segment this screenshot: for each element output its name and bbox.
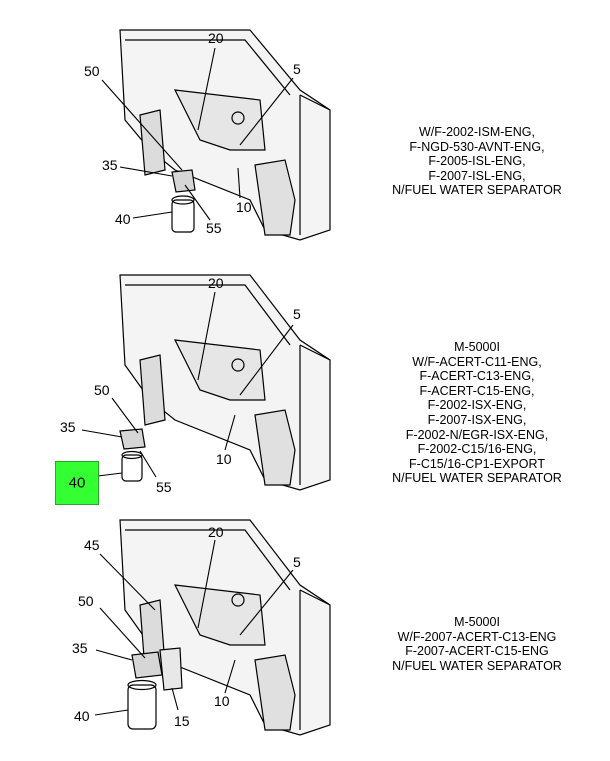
callout-20: 20 (208, 30, 224, 46)
callout-5: 5 (293, 61, 301, 77)
callout-15: 15 (174, 713, 190, 729)
highlighted-callout-40[interactable]: 40 (55, 461, 99, 505)
applicability-notes-2: M-5000I W/F-ACERT-C11-ENG, F-ACERT-C13-E… (372, 340, 582, 486)
callout-35: 35 (102, 157, 118, 173)
frame-illustration-1: 20 50 5 35 10 40 55 (84, 29, 331, 241)
note-line: N/FUEL WATER SEPARATOR (392, 183, 562, 198)
callout-45: 45 (84, 537, 100, 553)
callout-40: 40 (115, 211, 131, 227)
frame-illustration-2: 20 5 50 35 10 55 (60, 274, 331, 495)
note-line: F-C15/16-CP1-EXPORT (409, 456, 545, 471)
note-line: N/FUEL WATER SEPARATOR (392, 471, 562, 486)
callout-5: 5 (293, 306, 301, 322)
note-line: F-2007-ISX-ENG, (427, 412, 527, 427)
callout-35: 35 (60, 419, 76, 435)
diagram-panel-1: 20 50 5 35 10 40 55 W/F-2002-ISM-ENG, F-… (0, 0, 610, 250)
note-line: F-2007-ACERT-C15-ENG (405, 644, 549, 659)
callout-50: 50 (78, 593, 94, 609)
callout-50: 50 (84, 63, 100, 79)
callout-55: 55 (156, 479, 172, 495)
callout-5: 5 (293, 554, 301, 570)
note-line: F-ACERT-C13-ENG, (419, 369, 535, 384)
note-line: F-2007-ISL-ENG, (428, 168, 526, 183)
callout-40: 40 (74, 708, 90, 724)
note-line: F-2002-N/EGR-ISX-ENG, (405, 427, 549, 442)
note-line: F-2005-ISL-ENG, (428, 154, 526, 169)
applicability-notes-1: W/F-2002-ISM-ENG, F-NGD-530-AVNT-ENG, F-… (372, 125, 582, 198)
diagram-panel-3: 20 45 5 50 35 10 40 15 M-5000I W/F-2007-… (0, 510, 610, 760)
note-line: W/F-ACERT-C11-ENG, (412, 354, 542, 369)
note-line: N/FUEL WATER SEPARATOR (392, 658, 562, 673)
note-line: M-5000I (454, 615, 500, 629)
callout-20: 20 (208, 275, 224, 291)
callout-10: 10 (236, 199, 252, 215)
note-line: W/F-2002-ISM-ENG, (419, 125, 535, 139)
applicability-notes-3: M-5000I W/F-2007-ACERT-C13-ENG F-2007-AC… (372, 615, 582, 673)
callout-20: 20 (208, 524, 224, 540)
callout-10: 10 (216, 451, 232, 467)
note-line: F-2002-ISX-ENG, (427, 398, 527, 413)
callout-35: 35 (72, 640, 88, 656)
note-line: F-2002-C15/16-ENG, (417, 442, 537, 457)
highlighted-callout-label: 40 (68, 474, 86, 492)
callout-10: 10 (214, 693, 230, 709)
note-line: W/F-2007-ACERT-C13-ENG (397, 629, 557, 644)
frame-illustration-3: 20 45 5 50 35 10 40 15 (72, 519, 331, 736)
callout-55: 55 (206, 220, 222, 236)
note-line: M-5000I (454, 340, 500, 354)
note-line: F-ACERT-C15-ENG, (419, 383, 535, 398)
note-line: F-NGD-530-AVNT-ENG, (409, 139, 545, 154)
callout-50: 50 (94, 382, 110, 398)
diagram-panel-2: 20 5 50 35 10 55 40 M-5000I W/F-ACERT-C1… (0, 255, 610, 505)
